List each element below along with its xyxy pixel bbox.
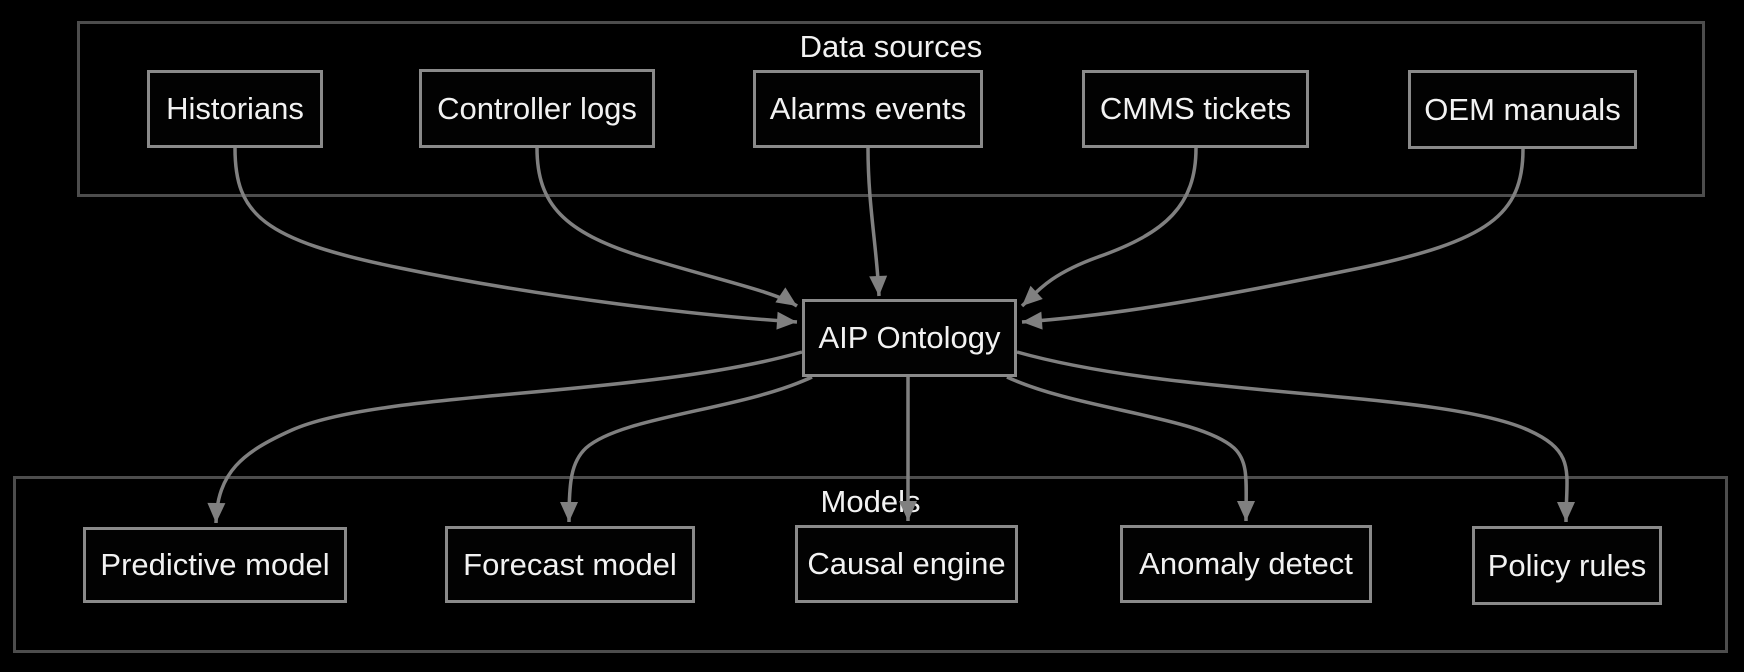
edge-historians-to-aip-ontology (233, 147, 798, 330)
node-controller-logs: Controller logs (419, 69, 655, 148)
edge-cmms-tickets-to-aip-ontology (1020, 147, 1198, 308)
edge-aip-ontology-to-policy-rules (1016, 350, 1576, 523)
node-predictive-model: Predictive model (83, 527, 347, 603)
node-forecast-model: Forecast model (445, 526, 695, 603)
node-oem-manuals: OEM manuals (1408, 70, 1637, 149)
edge-aip-ontology-to-anomaly-detect (1006, 375, 1256, 522)
node-alarms-events: Alarms events (753, 70, 983, 148)
node-cmms-tickets: CMMS tickets (1082, 70, 1309, 148)
edge-controller-logs-to-aip-ontology (535, 147, 798, 308)
edge-alarms-events-to-aip-ontology (866, 147, 888, 297)
data-sources-container: Data sources (77, 21, 1705, 197)
node-historians: Historians (147, 70, 323, 148)
node-policy-rules: Policy rules (1472, 526, 1662, 605)
edge-oem-manuals-to-aip-ontology (1021, 148, 1525, 330)
node-aip-ontology: AIP Ontology (802, 299, 1017, 377)
edge-aip-ontology-to-predictive-model (207, 350, 803, 524)
edge-aip-ontology-to-forecast-model (560, 375, 813, 523)
node-causal-engine: Causal engine (795, 525, 1018, 603)
data-sources-title: Data sources (799, 29, 983, 64)
node-anomaly-detect: Anomaly detect (1120, 525, 1372, 603)
